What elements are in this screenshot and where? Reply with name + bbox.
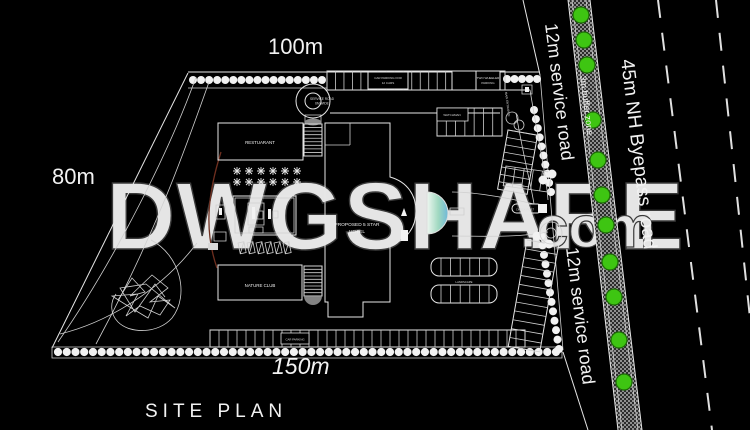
check-post: CHECK POST bbox=[512, 204, 562, 244]
parking-middle-cluster: LANDSCAPE bbox=[431, 258, 497, 303]
service-road-top-label: 12m service road bbox=[541, 22, 578, 161]
restaurant-building: RESTUARANT bbox=[218, 123, 303, 160]
parking-ladder-upper bbox=[498, 130, 538, 194]
parking-top-row: CAR PARKING FOR 12 CARS TWO WHEELER PARK… bbox=[327, 71, 532, 94]
watermark: DWGSHARE .com bbox=[105, 162, 685, 270]
boundary-trees-top-right bbox=[503, 75, 541, 83]
landscape-paths bbox=[58, 77, 221, 344]
hotel-label-2: HOTEL bbox=[349, 229, 365, 235]
nature-club-building: NATURE CLUB bbox=[218, 265, 302, 300]
hotel-building: PROPOSED 5 STAR HOTEL bbox=[325, 123, 416, 317]
rock-cluster bbox=[112, 275, 175, 318]
watchman-label: WATCHMAN bbox=[443, 113, 460, 117]
boundary-trees-top bbox=[189, 76, 326, 84]
restaurant-label: RESTUARANT bbox=[245, 140, 275, 145]
dim-bottom: 150m bbox=[272, 353, 330, 379]
pool-courtyard bbox=[208, 196, 296, 250]
drive-label-1: SERVICE ROAD bbox=[310, 97, 335, 101]
car-parking-for-label: CAR PARKING FOR bbox=[374, 76, 402, 80]
nature-club-label: NATURE CLUB bbox=[245, 283, 276, 288]
highway-dashed-lines bbox=[658, 0, 750, 430]
parking-row-b: WATCHMAN MAIN ENTRANCE bbox=[437, 92, 524, 136]
parking-entrance-stalls bbox=[503, 166, 551, 192]
red-edge-path bbox=[209, 152, 221, 268]
stairs-to-restaurant bbox=[304, 124, 322, 156]
parking-bottom-row: CAR PARKING bbox=[210, 330, 525, 347]
parking-ladder-lower bbox=[508, 240, 558, 352]
boundary-trees-bottom bbox=[53, 347, 561, 357]
stairs-near-nature-club bbox=[304, 266, 322, 305]
main-entrance-label: MAIN ENTRANCE bbox=[504, 92, 511, 117]
car-parking-label: CAR PARKING bbox=[285, 338, 304, 342]
watermark-text: DWGSHARE bbox=[106, 163, 685, 270]
buffer-strip bbox=[568, 0, 642, 430]
flower-grid bbox=[233, 167, 301, 186]
fountain bbox=[427, 192, 464, 234]
two-wheeler-label-1: TWO WHEELER bbox=[477, 76, 501, 80]
dimension-labels: 100m 80m 150m bbox=[52, 34, 330, 379]
hotel-label-1: PROPOSED 5 STAR bbox=[335, 222, 380, 228]
page-title: SITE PLAN bbox=[145, 401, 287, 422]
car-count-label: 12 CARS bbox=[382, 81, 395, 85]
hatch-squares-row bbox=[238, 242, 291, 254]
lane-divider-1 bbox=[658, 0, 712, 430]
lane-divider-2 bbox=[716, 0, 750, 430]
two-wheeler-label-2: PARKING bbox=[481, 81, 495, 85]
dim-top: 100m bbox=[268, 34, 323, 59]
check-post-label: CHECK POST bbox=[516, 208, 534, 212]
dim-left: 80m bbox=[52, 164, 95, 189]
drive-label-2: 6M WIDE bbox=[315, 102, 329, 106]
landscape-label: LANDSCAPE bbox=[456, 280, 473, 284]
buffer-trees bbox=[573, 7, 632, 390]
